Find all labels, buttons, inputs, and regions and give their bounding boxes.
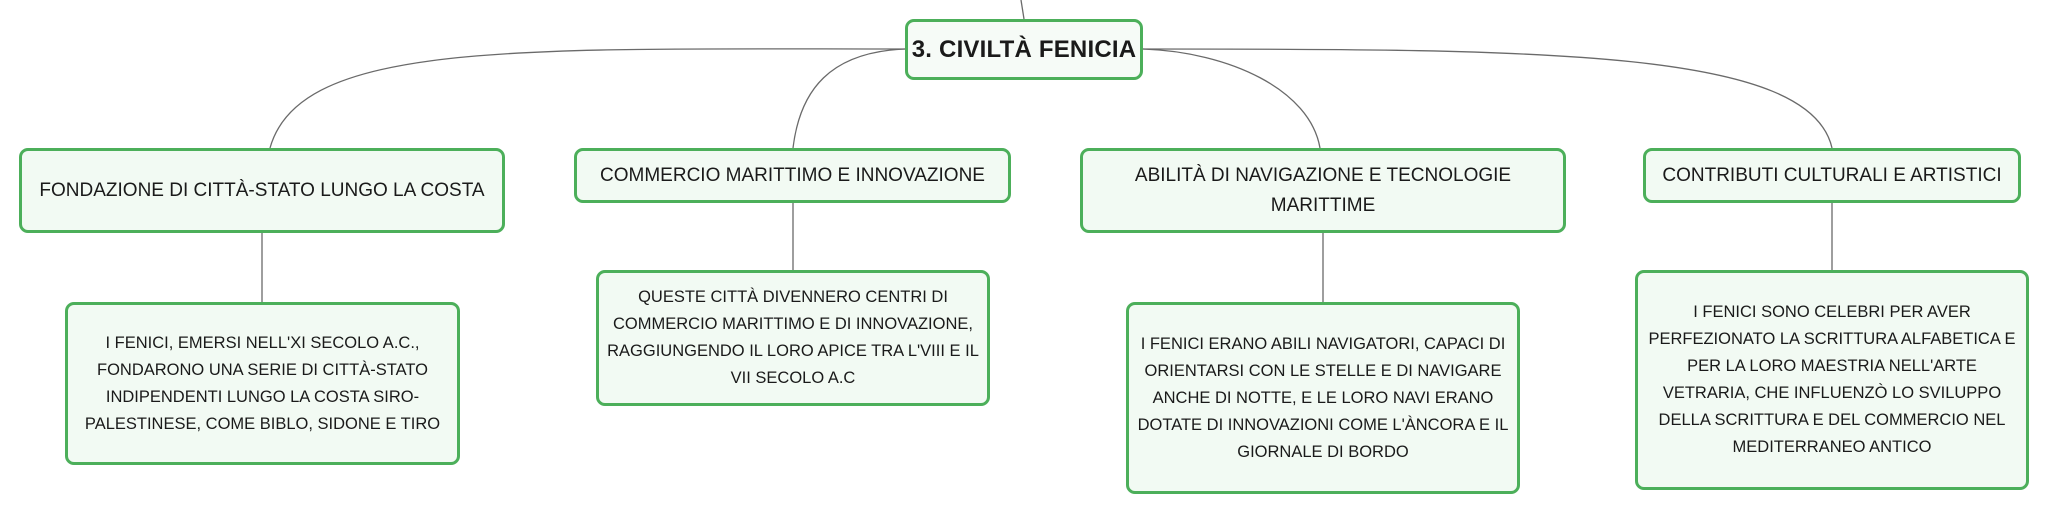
topic-node-label: CONTRIBUTI CULTURALI E ARTISTICI: [1662, 164, 2002, 186]
topic-node-navigazione[interactable]: ABILITÀ DI NAVIGAZIONE E TECNOLOGIE MARI…: [1080, 148, 1566, 233]
topic-node-label: ABILITÀ DI NAVIGAZIONE E TECNOLOGIE MARI…: [1134, 164, 1512, 216]
topic-node-commercio[interactable]: COMMERCIO MARITTIMO E INNOVAZIONE: [574, 148, 1011, 203]
root-node-label: 3. CIVILTÀ FENICIA: [911, 35, 1137, 63]
root-node[interactable]: 3. CIVILTÀ FENICIA: [905, 19, 1143, 80]
connector-parent-to-root: [1020, 0, 1025, 20]
topic-node-label: FONDAZIONE DI CITTÀ-STATO LUNGO LA COSTA: [39, 179, 485, 201]
connector-root-to-topic-2: [792, 48, 906, 149]
topic-node-fondazione[interactable]: FONDAZIONE DI CITTÀ-STATO LUNGO LA COSTA: [19, 148, 505, 233]
detail-node-navigazione[interactable]: I FENICI ERANO ABILI NAVIGATORI, CAPACI …: [1126, 302, 1520, 494]
detail-node-contributi[interactable]: I FENICI SONO CELEBRI PER AVER PERFEZION…: [1635, 270, 2029, 490]
detail-node-text: I FENICI, EMERSI NELL'XI SECOLO A.C., FO…: [84, 333, 441, 433]
connector-root-to-topic-1: [269, 48, 906, 149]
topic-node-contributi[interactable]: CONTRIBUTI CULTURALI E ARTISTICI: [1643, 148, 2021, 203]
topic-node-label: COMMERCIO MARITTIMO E INNOVAZIONE: [600, 164, 985, 186]
connector-root-to-topic-4: [1142, 48, 1833, 149]
detail-node-text: QUESTE CITTÀ DIVENNERO CENTRI DI COMMERC…: [607, 288, 979, 387]
detail-node-text: I FENICI SONO CELEBRI PER AVER PERFEZION…: [1648, 303, 2016, 456]
connector-root-to-topic-3: [1142, 48, 1321, 149]
detail-node-text: I FENICI ERANO ABILI NAVIGATORI, CAPACI …: [1137, 334, 1509, 461]
detail-node-fondazione[interactable]: I FENICI, EMERSI NELL'XI SECOLO A.C., FO…: [65, 302, 460, 465]
detail-node-commercio[interactable]: QUESTE CITTÀ DIVENNERO CENTRI DI COMMERC…: [596, 270, 990, 406]
